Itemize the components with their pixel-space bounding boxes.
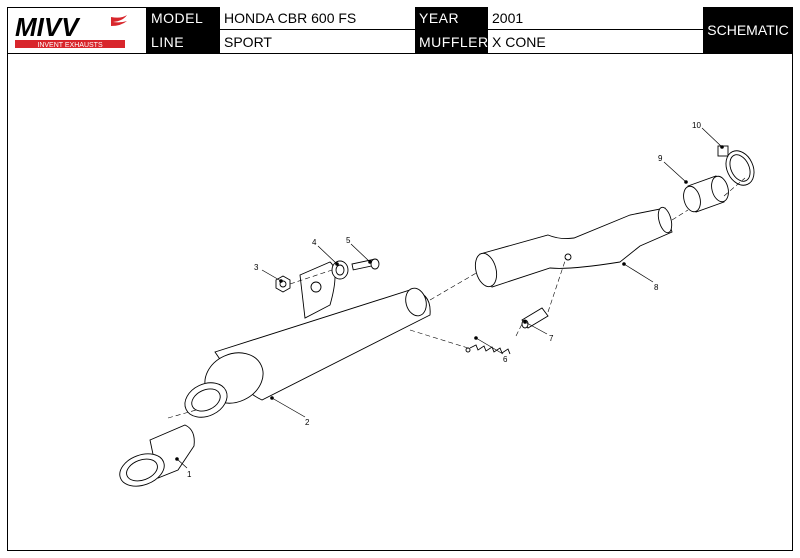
brand-tagline: INVENT EXHAUSTS xyxy=(37,42,103,49)
brand-name: MIVV xyxy=(15,12,81,42)
part-6-spring xyxy=(465,344,511,355)
part-5-bolt xyxy=(351,258,380,271)
tagline-bar xyxy=(15,40,125,48)
part-label-7: 7 xyxy=(549,334,554,343)
brand-logo: MIVV INVENT EXHAUSTS xyxy=(7,7,147,53)
line-label: LINE xyxy=(147,30,220,53)
part-label-5: 5 xyxy=(346,236,351,245)
part-9-sleeve-ring xyxy=(683,175,729,213)
schematic-label: SCHEMATIC xyxy=(703,7,793,53)
flame-icon xyxy=(111,15,127,26)
part-2-muffler-body xyxy=(184,261,431,418)
model-label: MODEL xyxy=(147,7,220,30)
part-8-link-pipe xyxy=(474,206,673,288)
year-label: YEAR xyxy=(415,7,488,30)
part-label-1: 1 xyxy=(187,470,192,479)
part-3-nut xyxy=(275,275,291,293)
leader-dots xyxy=(175,145,724,461)
header-divider xyxy=(7,53,793,54)
part-label-6: 6 xyxy=(503,355,508,364)
part-7-sleeve xyxy=(521,307,549,329)
part-label-3: 3 xyxy=(254,263,259,272)
model-value: HONDA CBR 600 FS xyxy=(220,7,415,30)
part-1-end-cap xyxy=(119,424,195,487)
part-10-clamp xyxy=(717,145,755,186)
part-label-2: 2 xyxy=(305,418,310,427)
muffler-label: MUFFLER xyxy=(415,30,488,53)
part-label-4: 4 xyxy=(312,238,317,247)
part-4-grommet xyxy=(331,260,349,280)
assembly-axis-lines xyxy=(167,177,746,419)
line-value: SPORT xyxy=(220,30,415,53)
muffler-value: X CONE xyxy=(488,30,703,53)
year-value: 2001 xyxy=(488,7,703,30)
part-label-10: 10 xyxy=(692,121,701,130)
leader-lines xyxy=(176,127,723,469)
part-label-9: 9 xyxy=(658,154,663,163)
part-label-8: 8 xyxy=(654,283,659,292)
